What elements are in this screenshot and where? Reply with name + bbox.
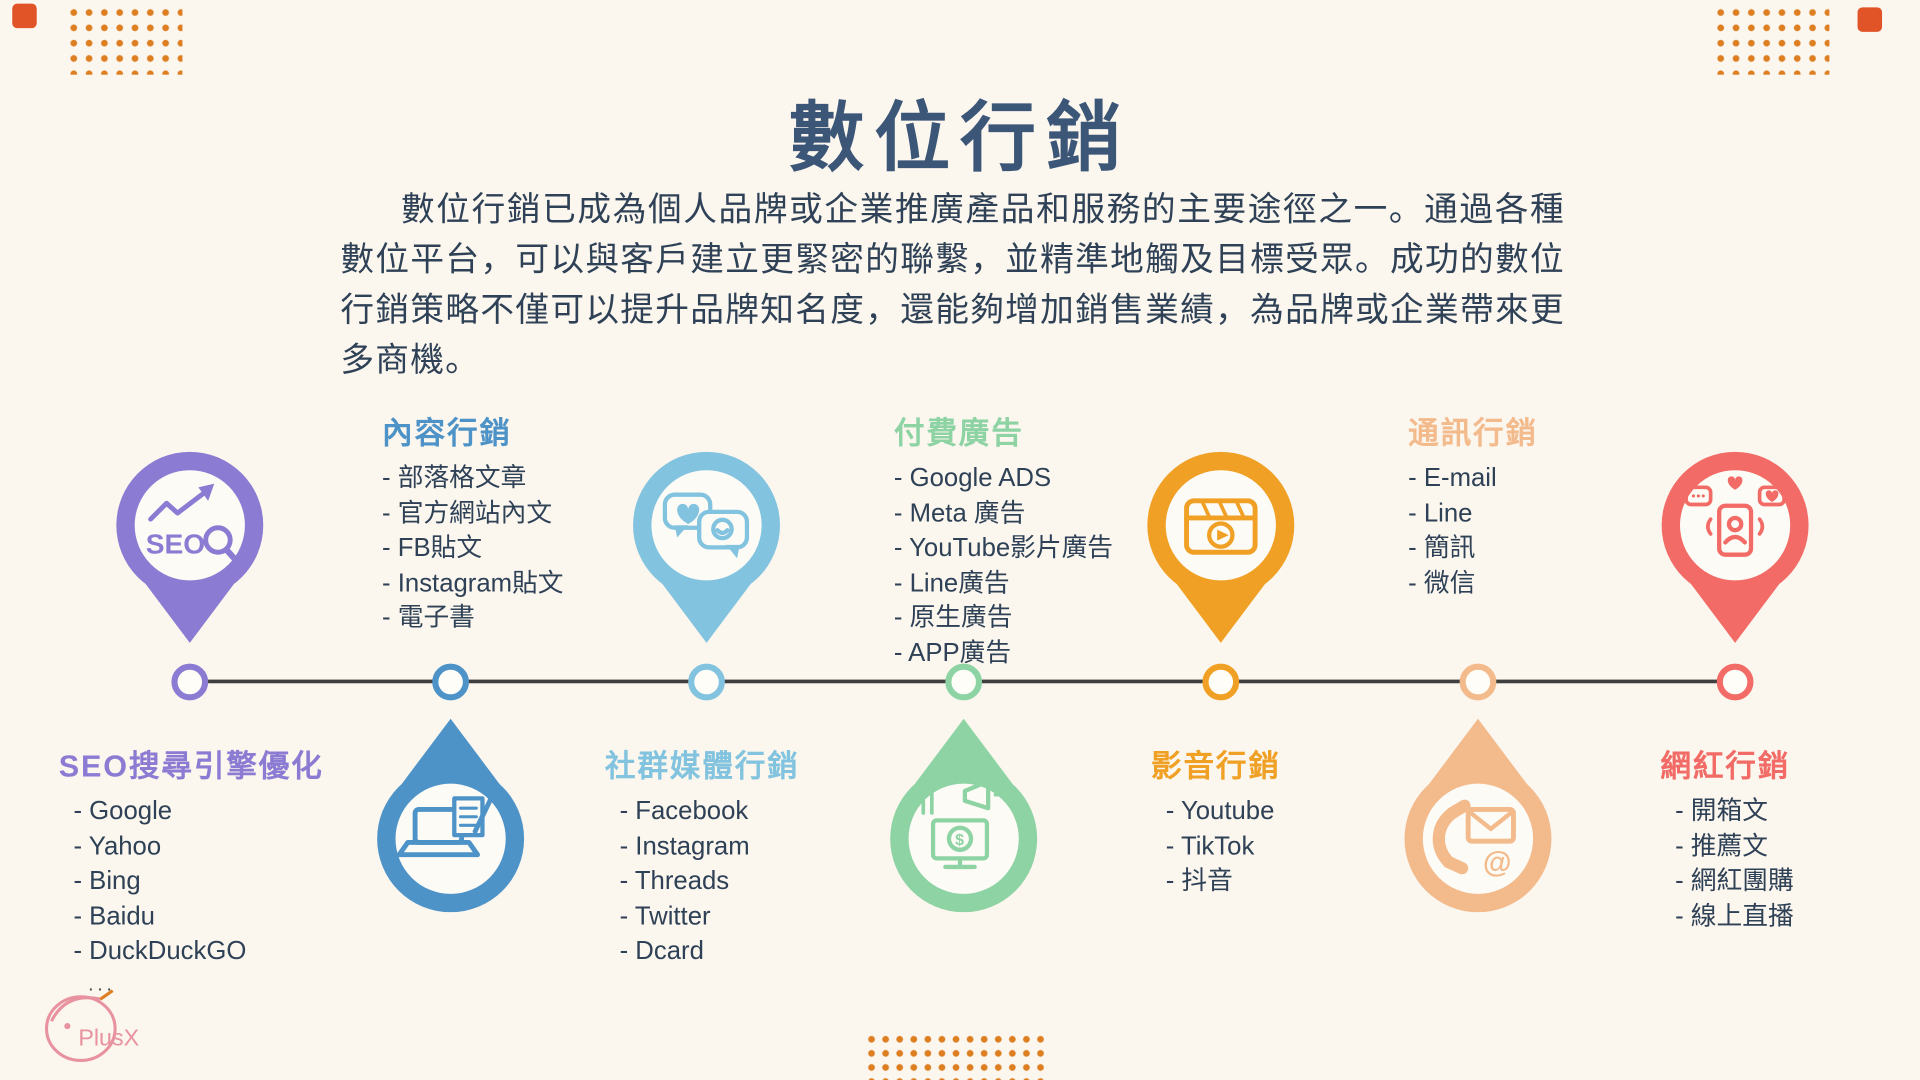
list-item: - Instagram貼文 xyxy=(382,568,564,597)
item-title: 付費廣告 xyxy=(893,416,1024,451)
content-label-block: 內容行銷 - 部落格文章 - 官方網站內文 - FB貼文 - Instagram… xyxy=(382,409,563,636)
list-item: - E-mail xyxy=(1408,464,1497,493)
messaging-drop-marker: @ xyxy=(1404,718,1552,913)
item-title: 通訊行銷 xyxy=(1408,416,1538,451)
item-list: - 開箱文 - 推薦文 - 網紅團購 - 線上直播 xyxy=(1660,795,1794,935)
influencer-pin-marker xyxy=(1661,451,1809,643)
list-item: - Bing xyxy=(73,866,141,896)
video-label-block: 影音行銷 - Youtube - TikTok - 抖音 xyxy=(1151,742,1281,899)
dot-pattern-top-left xyxy=(66,4,183,75)
chat-bubbles-icon xyxy=(662,492,750,559)
timeline-node xyxy=(945,663,983,701)
list-item: - Meta 廣告 xyxy=(893,498,1026,528)
item-list: - 部落格文章 - 官方網站內文 - FB貼文 - Instagram貼文 - … xyxy=(382,462,563,636)
item-title: 網紅行銷 xyxy=(1660,749,1791,784)
list-item: - Google ADS xyxy=(893,464,1052,493)
seo-label-block: SEO搜尋引擎優化 - Google - Yahoo - Bing - Baid… xyxy=(59,742,324,969)
item-list: - E-mail - Line - 簡訊 - 微信 xyxy=(1408,462,1538,602)
item-list: - Google ADS - Meta 廣告 - YouTube影片廣告 - L… xyxy=(894,462,1113,671)
clapperboard-play-icon xyxy=(1184,498,1258,555)
dollar-icon-text: $ xyxy=(955,832,964,849)
item-list: - Google - Yahoo - Bing - Baidu - DuckDu… xyxy=(59,795,324,969)
item-list: - Youtube - TikTok - 抖音 xyxy=(1151,795,1281,900)
timeline-node xyxy=(1459,663,1497,701)
influencer-phone-icon xyxy=(1684,476,1786,557)
item-title: 社群媒體行銷 xyxy=(604,749,800,784)
timeline-node xyxy=(1202,663,1240,701)
social-label-block: 社群媒體行銷 - Facebook - Instagram - Threads … xyxy=(605,742,800,969)
plusx-logo: ... PlusX xyxy=(32,975,167,1078)
at-icon-text: @ xyxy=(1483,846,1512,879)
list-item: - 推薦文 xyxy=(1675,832,1768,861)
list-item: - Line廣告 xyxy=(893,568,1010,597)
dot-pattern-bottom-center xyxy=(864,1032,1051,1080)
list-item: - TikTok xyxy=(1165,832,1255,861)
list-item: - 開箱文 xyxy=(1675,797,1768,826)
page-title: 數位行銷 xyxy=(788,97,1132,182)
timeline-node xyxy=(432,663,469,701)
list-item: - Google xyxy=(73,797,173,826)
list-item: - Youtube xyxy=(1165,797,1275,826)
list-item: - Dcard xyxy=(619,936,704,965)
item-title: 內容行銷 xyxy=(382,416,512,451)
list-item: - 原生廣告 xyxy=(893,603,1013,632)
list-item: - Instagram xyxy=(619,832,750,861)
list-item: - 官方網站內文 xyxy=(382,498,553,528)
content-drop-marker xyxy=(377,718,525,913)
messaging-label-block: 通訊行銷 - E-mail - Line - 簡訊 - 微信 xyxy=(1408,409,1538,601)
corner-square-top-right xyxy=(1857,7,1883,32)
seo-magnifier-icon xyxy=(148,483,241,566)
item-list: - Facebook - Instagram - Threads - Twitt… xyxy=(605,795,800,969)
intro-paragraph: 數位行銷已成為個人品牌或企業推廣產品和服務的主要途徑之一。通過各種數位平台，可以… xyxy=(340,189,1565,379)
list-item: - Line xyxy=(1408,498,1473,528)
corner-square-top-left xyxy=(12,3,37,29)
laptop-writing-icon xyxy=(396,793,495,858)
list-item: - Facebook xyxy=(619,797,749,826)
list-item: - DuckDuckGO xyxy=(73,936,247,965)
social-pin-marker xyxy=(633,451,781,643)
list-item: - 簡訊 xyxy=(1408,533,1476,563)
list-item: - 線上直播 xyxy=(1675,901,1794,931)
item-title: SEO搜尋引擎優化 xyxy=(58,749,324,784)
list-item: - Threads xyxy=(619,866,730,896)
timeline-node xyxy=(688,663,725,701)
paid-ads-label-block: 付費廣告 - Google ADS - Meta 廣告 - YouTube影片廣… xyxy=(894,409,1113,671)
timeline-node xyxy=(1716,663,1754,701)
seo-pin-marker: SEO xyxy=(116,451,264,643)
list-item: - 網紅團購 xyxy=(1675,866,1794,896)
phone-envelope-icon xyxy=(1432,799,1516,875)
dot-pattern-top-right xyxy=(1713,4,1830,75)
list-item: - Baidu xyxy=(73,901,155,931)
logo-dots: ... xyxy=(88,974,116,996)
plusx-logo-mark xyxy=(45,989,117,1062)
item-title: 影音行銷 xyxy=(1151,749,1281,784)
list-item: - 電子書 xyxy=(382,603,475,632)
list-item: - APP廣告 xyxy=(893,638,1012,667)
logo-text: PlusX xyxy=(78,1026,140,1052)
seo-icon-text: SEO xyxy=(146,528,205,559)
timeline-node xyxy=(171,663,209,701)
paid-ads-drop-marker: $ xyxy=(890,718,1038,913)
list-item: - 微信 xyxy=(1408,568,1476,597)
list-item: - Yahoo xyxy=(73,832,162,861)
list-item: - YouTube影片廣告 xyxy=(893,533,1114,563)
ads-monitor-icon xyxy=(921,779,1006,870)
list-item: - Twitter xyxy=(619,901,711,931)
list-item: - FB貼文 xyxy=(382,533,483,563)
influencer-label-block: 網紅行銷 - 開箱文 - 推薦文 - 網紅團購 - 線上直播 xyxy=(1660,742,1793,934)
video-pin-marker xyxy=(1147,451,1295,643)
list-item: - 抖音 xyxy=(1165,866,1233,896)
list-item: - 部落格文章 xyxy=(382,464,527,493)
